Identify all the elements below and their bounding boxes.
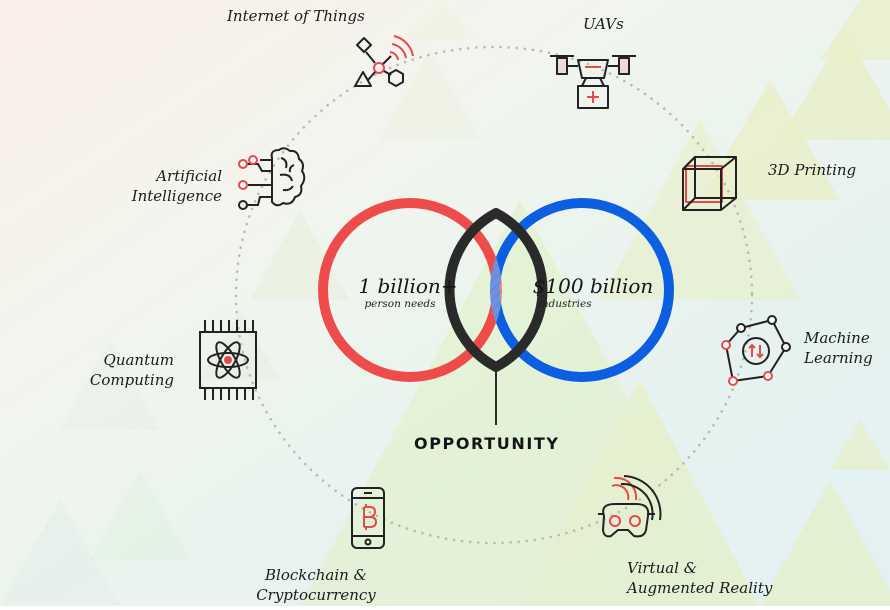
quantum-chip-icon <box>199 320 257 400</box>
machine-learning-network-icon <box>721 315 791 386</box>
quantum-line2: Computing <box>89 371 174 389</box>
ai-line2: Intelligence <box>131 187 222 205</box>
needs-value: 1 billion+ <box>358 274 458 298</box>
orbit-dotted-circle <box>234 45 754 545</box>
uavs-label: UAVs <box>583 15 624 33</box>
vr-line1: Virtual & <box>627 559 698 577</box>
industries-caption: industries <box>538 298 592 310</box>
venn-diagram <box>318 198 674 425</box>
iot-label: Internet of Things <box>227 7 365 25</box>
vr-headset-icon <box>598 475 662 538</box>
iot-network-icon <box>354 35 414 87</box>
quantum-line1: Quantum <box>103 351 174 369</box>
3d-printing-label: 3D Printing <box>768 161 857 179</box>
quantum-label: Quantum Computing <box>74 350 174 390</box>
needs-caption: person needs <box>364 298 436 310</box>
cube-3d-printing-icon <box>682 156 737 211</box>
blockchain-phone-icon <box>351 487 385 549</box>
blockchain-line2: Cryptocurrency <box>256 586 376 604</box>
vr-label: Virtual & Augmented Reality <box>627 558 772 598</box>
drone-icon <box>550 55 636 109</box>
brain-ai-icon <box>238 147 306 210</box>
blockchain-line1: Blockchain & <box>265 566 367 584</box>
blockchain-label: Blockchain & Cryptocurrency <box>244 565 388 605</box>
opportunity-label: OPPORTUNITY <box>414 434 560 453</box>
machine-learning-label: Machine Learning <box>804 328 873 368</box>
industries-value: $100 billion <box>532 274 654 298</box>
machine-learning-line1: Machine <box>804 329 870 347</box>
vr-line2: Augmented Reality <box>627 579 773 597</box>
ai-label: Artificial Intelligence <box>112 166 222 206</box>
machine-learning-line2: Learning <box>804 349 873 367</box>
ai-line1: Artificial <box>156 167 222 185</box>
